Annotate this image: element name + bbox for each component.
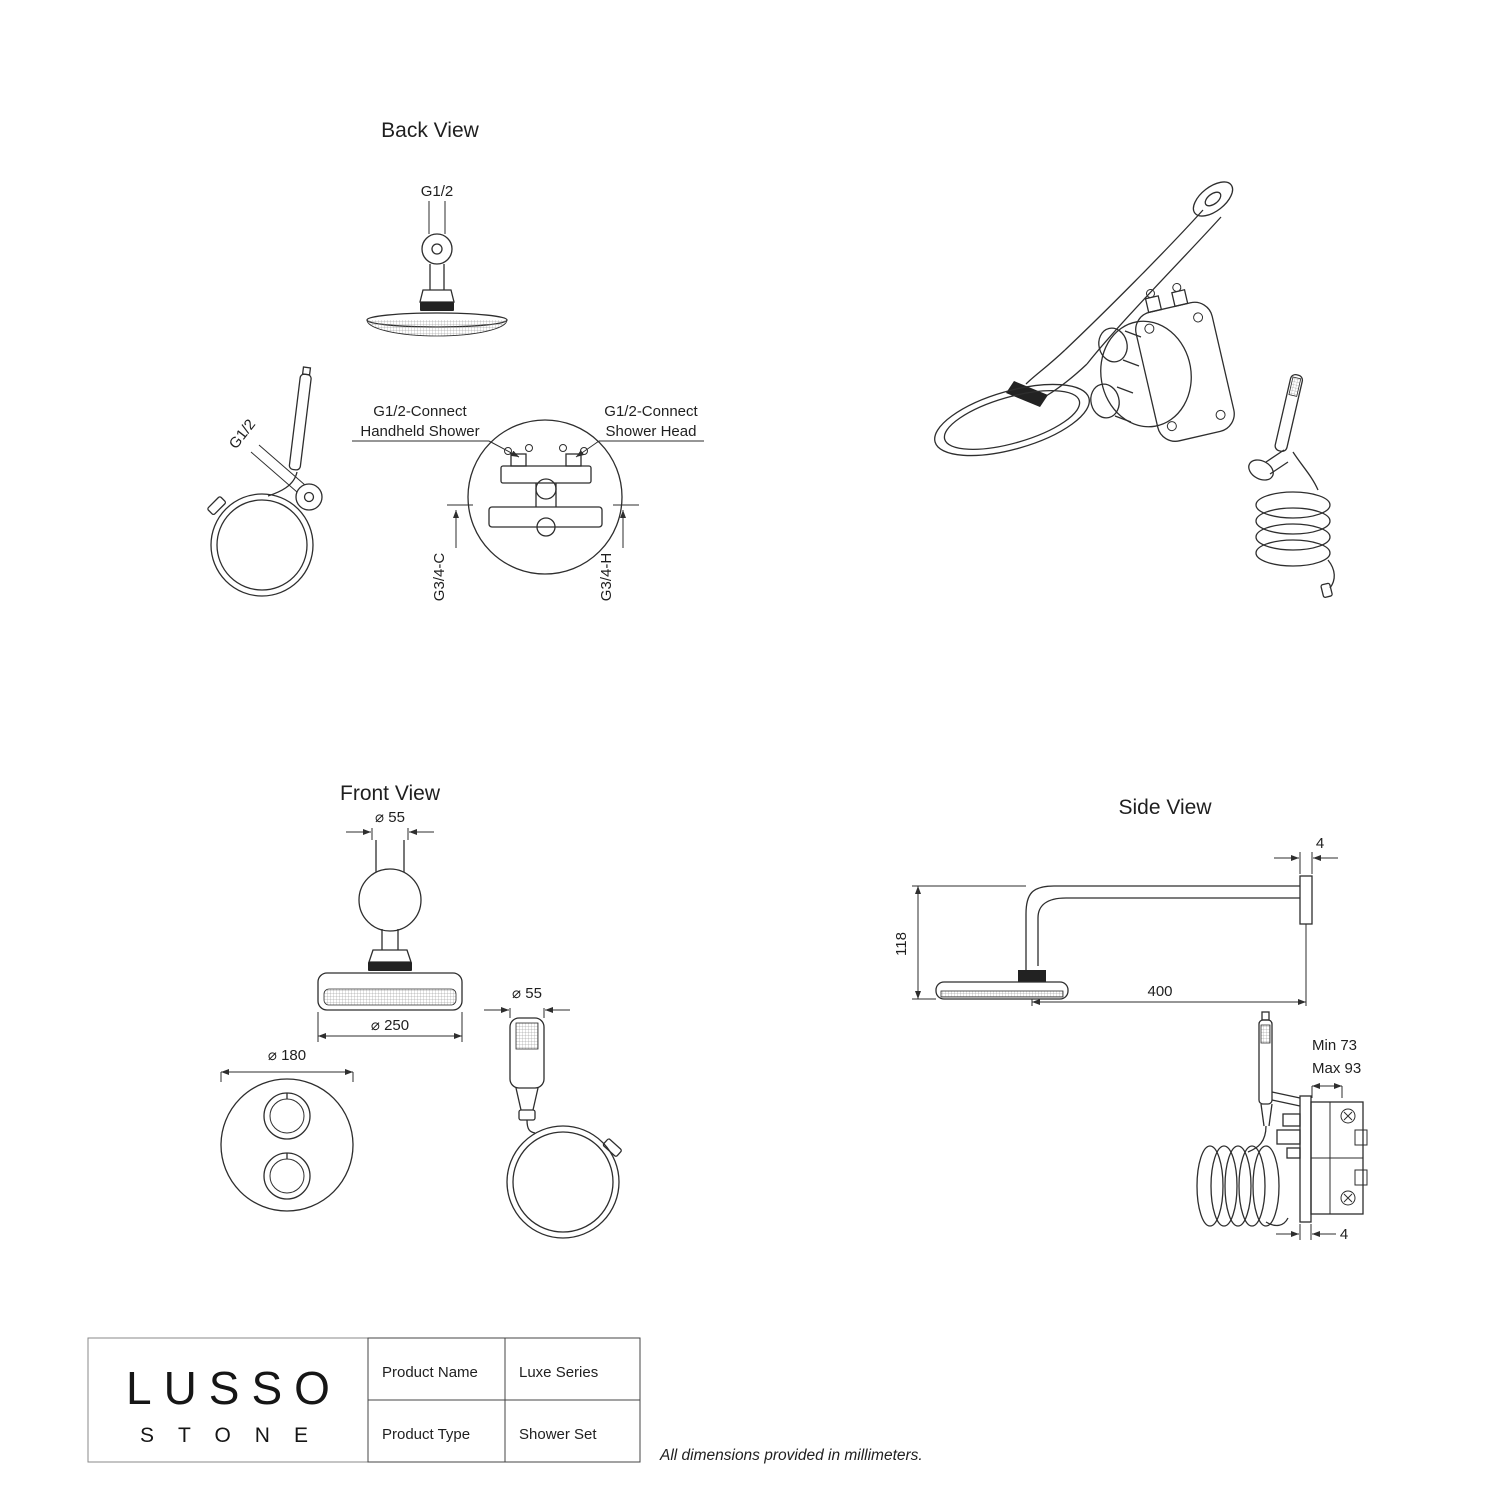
table-row-label: Product Name [382,1364,478,1381]
side-view-title: Side View [1118,796,1212,819]
back-view: Back View G1/2 G1/2 [207,119,704,601]
side-valve-plate-dim: 4 [1340,1226,1348,1243]
back-view-title: Back View [381,119,479,142]
iso-valve [1135,282,1235,442]
brand-logo: LUSSO STONE [87,1337,369,1463]
side-view: Side View 4 118 400 [893,796,1368,1243]
side-drop-height-dim: 118 [893,932,910,956]
table-row-label: Product Type [382,1426,470,1443]
side-depth-min-dim: Min 73 [1312,1037,1357,1054]
connect-handheld-label-1: G1/2-Connect [373,403,467,420]
front-shower-head-drawing: ⌀ 55 ⌀ 250 [317,809,463,1042]
iso-handheld [1274,373,1304,452]
connect-head-label-2: Shower Head [606,423,697,440]
cold-port-label: G3/4-C [431,553,448,602]
front-view-title: Front View [340,782,441,805]
connect-head-label-1: G1/2-Connect [604,403,698,420]
iso-shower-head [934,383,1090,457]
table-row-value: Shower Set [519,1426,597,1443]
g12-head-label: G1/2 [421,183,454,200]
back-handheld-drawing: G1/2 [207,366,323,597]
footer: LUSSO STONE Product Name Luxe Series Pro… [87,1337,923,1464]
side-shower-head-drawing: 4 118 400 [893,835,1338,1006]
front-valve-dia-label: ⌀ 180 [268,1047,306,1064]
front-head-dia-label: ⌀ 250 [371,1017,409,1034]
side-valve-drawing: Min 73 Max 93 [1196,1011,1368,1243]
iso-wall-flange [1192,181,1234,217]
side-wall-plate-dim: 4 [1316,835,1324,852]
back-shower-head-drawing: G1/2 [366,183,508,337]
iso-hose-coil [1255,491,1335,598]
units-note: All dimensions provided in millimeters. [659,1447,923,1464]
table-row-value: Luxe Series [519,1364,598,1381]
front-handheld-dia-label: ⌀ 55 [512,985,542,1002]
side-depth-max-dim: Max 93 [1312,1060,1361,1077]
brand-name-top: LUSSO [126,1362,342,1414]
back-valve-drawing: G1/2-Connect Handheld Shower G1/2-Connec… [352,403,704,601]
side-hose-coil [1196,1145,1289,1227]
front-valve-drawing: ⌀ 180 [220,1047,354,1212]
side-arm-reach-dim: 400 [1147,983,1172,1000]
front-arm-dia-label: ⌀ 55 [375,809,405,826]
front-handheld-drawing: ⌀ 55 [484,985,622,1239]
product-info-table: Product Name Luxe Series Product Type Sh… [367,1337,641,1463]
connect-handheld-label-2: Handheld Shower [360,423,479,440]
assembled-set-drawing [934,181,1335,598]
g12-handheld-label: G1/2 [226,416,259,452]
front-view: Front View ⌀ 55 ⌀ 250 ⌀ 180 [220,782,622,1239]
brand-name-bottom: STONE [140,1424,332,1447]
hot-port-label: G3/4-H [598,553,615,601]
